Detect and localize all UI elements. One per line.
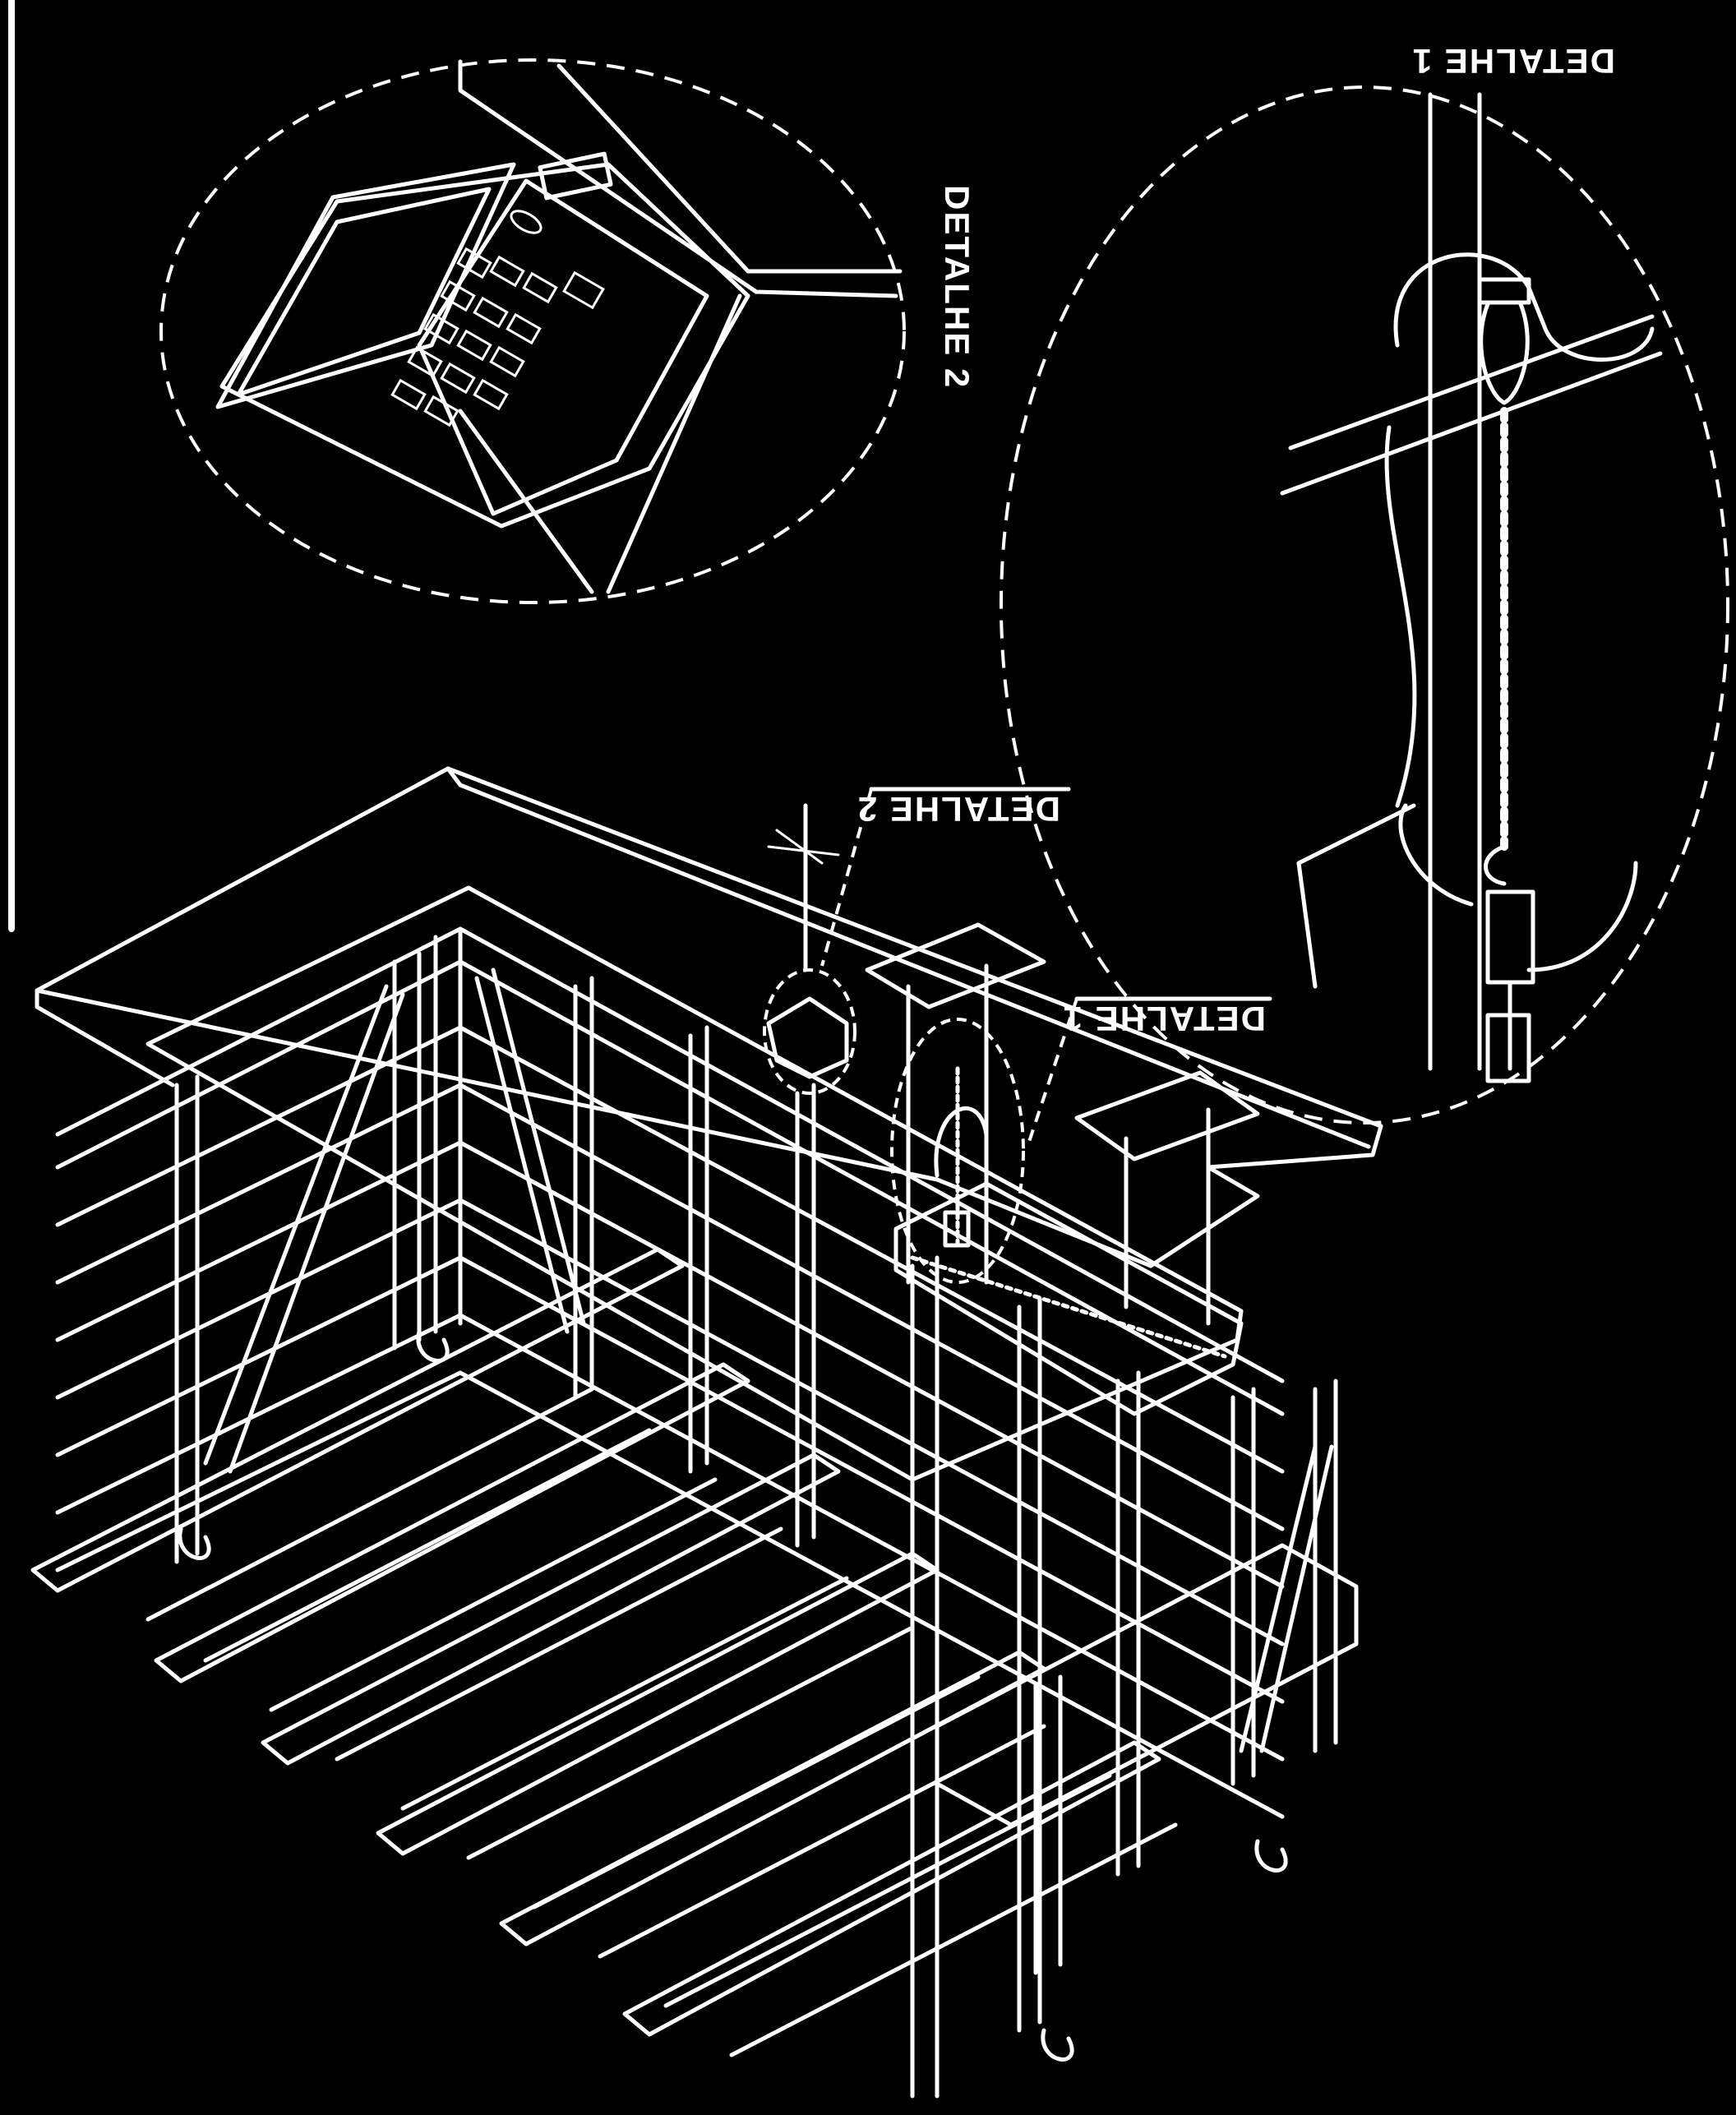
detail-2-bubble [159, 58, 906, 604]
detail-2-outline [159, 58, 906, 604]
detail-2-beam [458, 59, 898, 298]
detail-2-callout-group: DETALHE 2 [763, 787, 1071, 1095]
detail-1-leader [1026, 998, 1078, 1148]
detail-2-callout-ring [763, 968, 856, 1095]
detail-1-bubble [1000, 85, 1729, 1124]
detail-2-leader [820, 788, 873, 967]
detail-1-callout-group: DETALHE 1 [890, 996, 1272, 1284]
detail-1-callout-label: DETALHE 1 [1062, 1000, 1266, 1038]
detail-1-title: DETALHE 1 [1411, 42, 1615, 81]
detail-2-box [219, 162, 750, 529]
main-assembly [30, 766, 1383, 2099]
detail-2-box-front [417, 178, 709, 516]
detail-1-hanger-block [1485, 889, 1535, 985]
detail-2-hinge [538, 151, 613, 201]
detail-2-keypad [390, 210, 605, 427]
detail-2-callout-label: DETALHE 2 [856, 790, 1060, 829]
detail-2-lid [215, 162, 516, 409]
detail-2-lid-inner [236, 187, 492, 397]
hanging-crossbar [893, 1181, 1244, 1416]
detail-1-callout-ring [890, 1018, 1025, 1284]
detail-2-wall-2 [606, 293, 742, 594]
detail-1-outline [1000, 85, 1729, 1124]
detail-2-beam-edge [556, 63, 903, 274]
detail-2-title: DETALHE 2 [938, 185, 976, 389]
